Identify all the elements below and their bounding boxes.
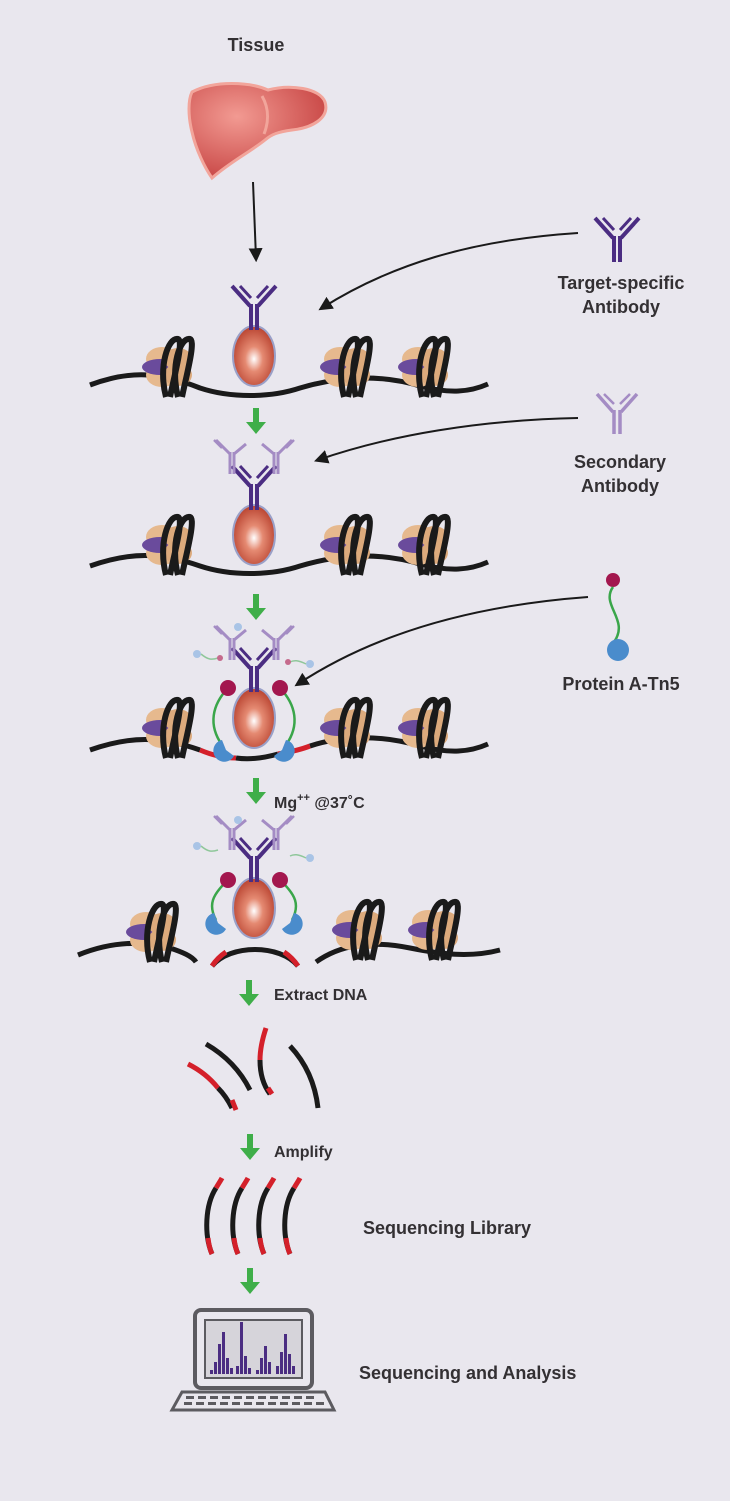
chromatin-row-2 — [89, 438, 490, 575]
protein-a-tn5-legend: Protein A-Tn5 — [562, 573, 680, 694]
primary-antibody-arrow — [318, 232, 579, 311]
protein-a-icon — [606, 573, 620, 587]
target-protein — [232, 325, 276, 387]
chromatin-row-4 — [77, 814, 501, 968]
sequencing-library-label: Sequencing Library — [363, 1218, 531, 1238]
dna-fragments — [186, 1027, 321, 1111]
extract-dna-label: Extract DNA — [274, 987, 368, 1004]
secondary-antibody-label-line2: Antibody — [581, 476, 659, 496]
laptop-icon — [169, 1308, 337, 1412]
mg-condition-label: Mg++ @37˚C — [274, 792, 365, 812]
nucleosome-icon — [142, 700, 192, 758]
chart-peaks — [210, 1322, 295, 1374]
antibody-icon — [595, 392, 639, 436]
nucleosome-icon — [398, 700, 448, 758]
liver-icon — [187, 82, 328, 181]
secondary-antibody-pair — [212, 438, 296, 476]
nucleosome-icon — [398, 339, 448, 397]
antibody-icon — [230, 646, 278, 694]
step-arrow — [239, 980, 259, 1006]
sequencing-library-fragments — [204, 1176, 303, 1256]
chromatin-row-1 — [89, 284, 490, 397]
antibody-icon — [230, 836, 278, 884]
antibody-icon — [230, 464, 278, 512]
tissue-to-chromatin-arrow — [248, 181, 263, 263]
nucleosome-icon — [142, 517, 192, 575]
amplify-label: Amplify — [274, 1144, 333, 1161]
step-arrow — [246, 408, 266, 434]
nucleosome-icon — [398, 517, 448, 575]
nucleosome-icon — [320, 339, 370, 397]
step-arrow — [240, 1134, 260, 1160]
primary-antibody-label-line1: Target-specific — [558, 273, 685, 293]
secondary-antibody-label-line1: Secondary — [574, 452, 666, 472]
tn5-icon — [607, 639, 629, 661]
protein-a-tn5-arrow — [294, 596, 589, 687]
antibody-icon — [593, 216, 641, 264]
secondary-antibody-pair — [212, 624, 296, 662]
step-arrow — [246, 594, 266, 620]
secondary-antibody-legend: Secondary Antibody — [574, 392, 666, 496]
nucleosome-icon — [126, 904, 176, 962]
chromatin-row-3 — [89, 623, 490, 762]
target-protein — [232, 687, 276, 749]
target-protein — [232, 877, 276, 939]
sequencing-analysis-label: Sequencing and Analysis — [359, 1363, 576, 1383]
step-arrow — [246, 778, 266, 804]
secondary-antibody-pair — [212, 814, 296, 852]
step-arrow — [240, 1268, 260, 1294]
nucleosome-icon — [320, 517, 370, 575]
primary-antibody-legend: Target-specific Antibody — [558, 216, 685, 317]
tissue-label: Tissue — [228, 35, 285, 55]
nucleosome-icon — [142, 339, 192, 397]
target-protein — [232, 504, 276, 566]
secondary-antibody-arrow — [314, 417, 579, 464]
protein-a-tn5-label: Protein A-Tn5 — [562, 674, 679, 694]
primary-antibody-label-line2: Antibody — [582, 297, 660, 317]
nucleosome-icon — [320, 700, 370, 758]
antibody-icon — [230, 284, 278, 332]
